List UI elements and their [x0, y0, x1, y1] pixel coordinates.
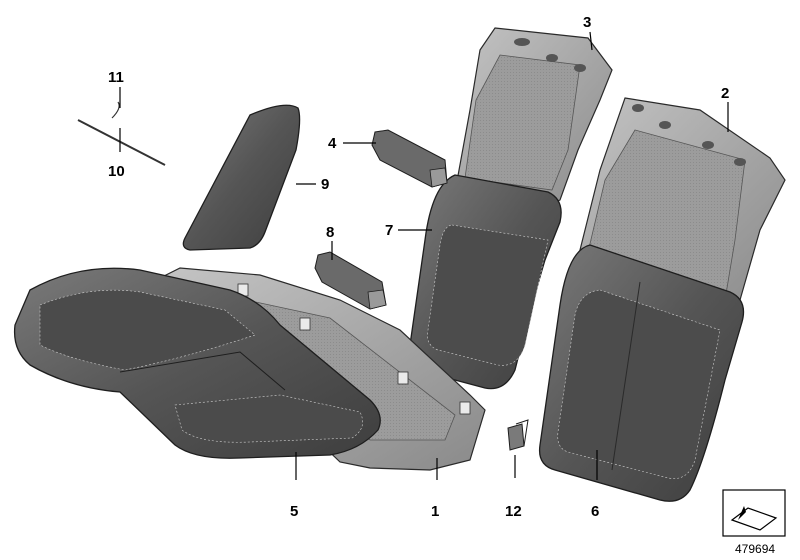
backrest-cover-left	[409, 174, 562, 390]
backrest-frame-left	[454, 27, 613, 211]
callout-12: 12	[505, 503, 522, 520]
callout-8: 8	[326, 224, 334, 241]
callout-6: 6	[591, 503, 599, 520]
reference-number: 479694	[735, 542, 775, 556]
retaining-clip	[507, 419, 529, 451]
leader-lines	[119, 31, 729, 480]
tension-rod	[77, 101, 166, 166]
callout-10: 10	[108, 163, 125, 180]
backrest-cover-right	[538, 244, 745, 502]
callout-5: 5	[290, 503, 298, 520]
callout-11: 11	[108, 69, 124, 86]
callout-2: 2	[721, 85, 729, 102]
callout-4: 4	[328, 135, 337, 152]
trim-bracket-upper	[371, 129, 448, 188]
reference-box: 479694	[722, 489, 786, 556]
callout-3: 3	[583, 14, 591, 31]
backrest-frame-right	[574, 97, 786, 309]
side-bolster	[182, 104, 301, 251]
trim-bracket-lower	[314, 251, 387, 310]
callout-9: 9	[321, 176, 329, 193]
callout-1: 1	[431, 503, 439, 520]
callout-7: 7	[385, 222, 393, 239]
seat-cushion-cover	[13, 267, 381, 459]
